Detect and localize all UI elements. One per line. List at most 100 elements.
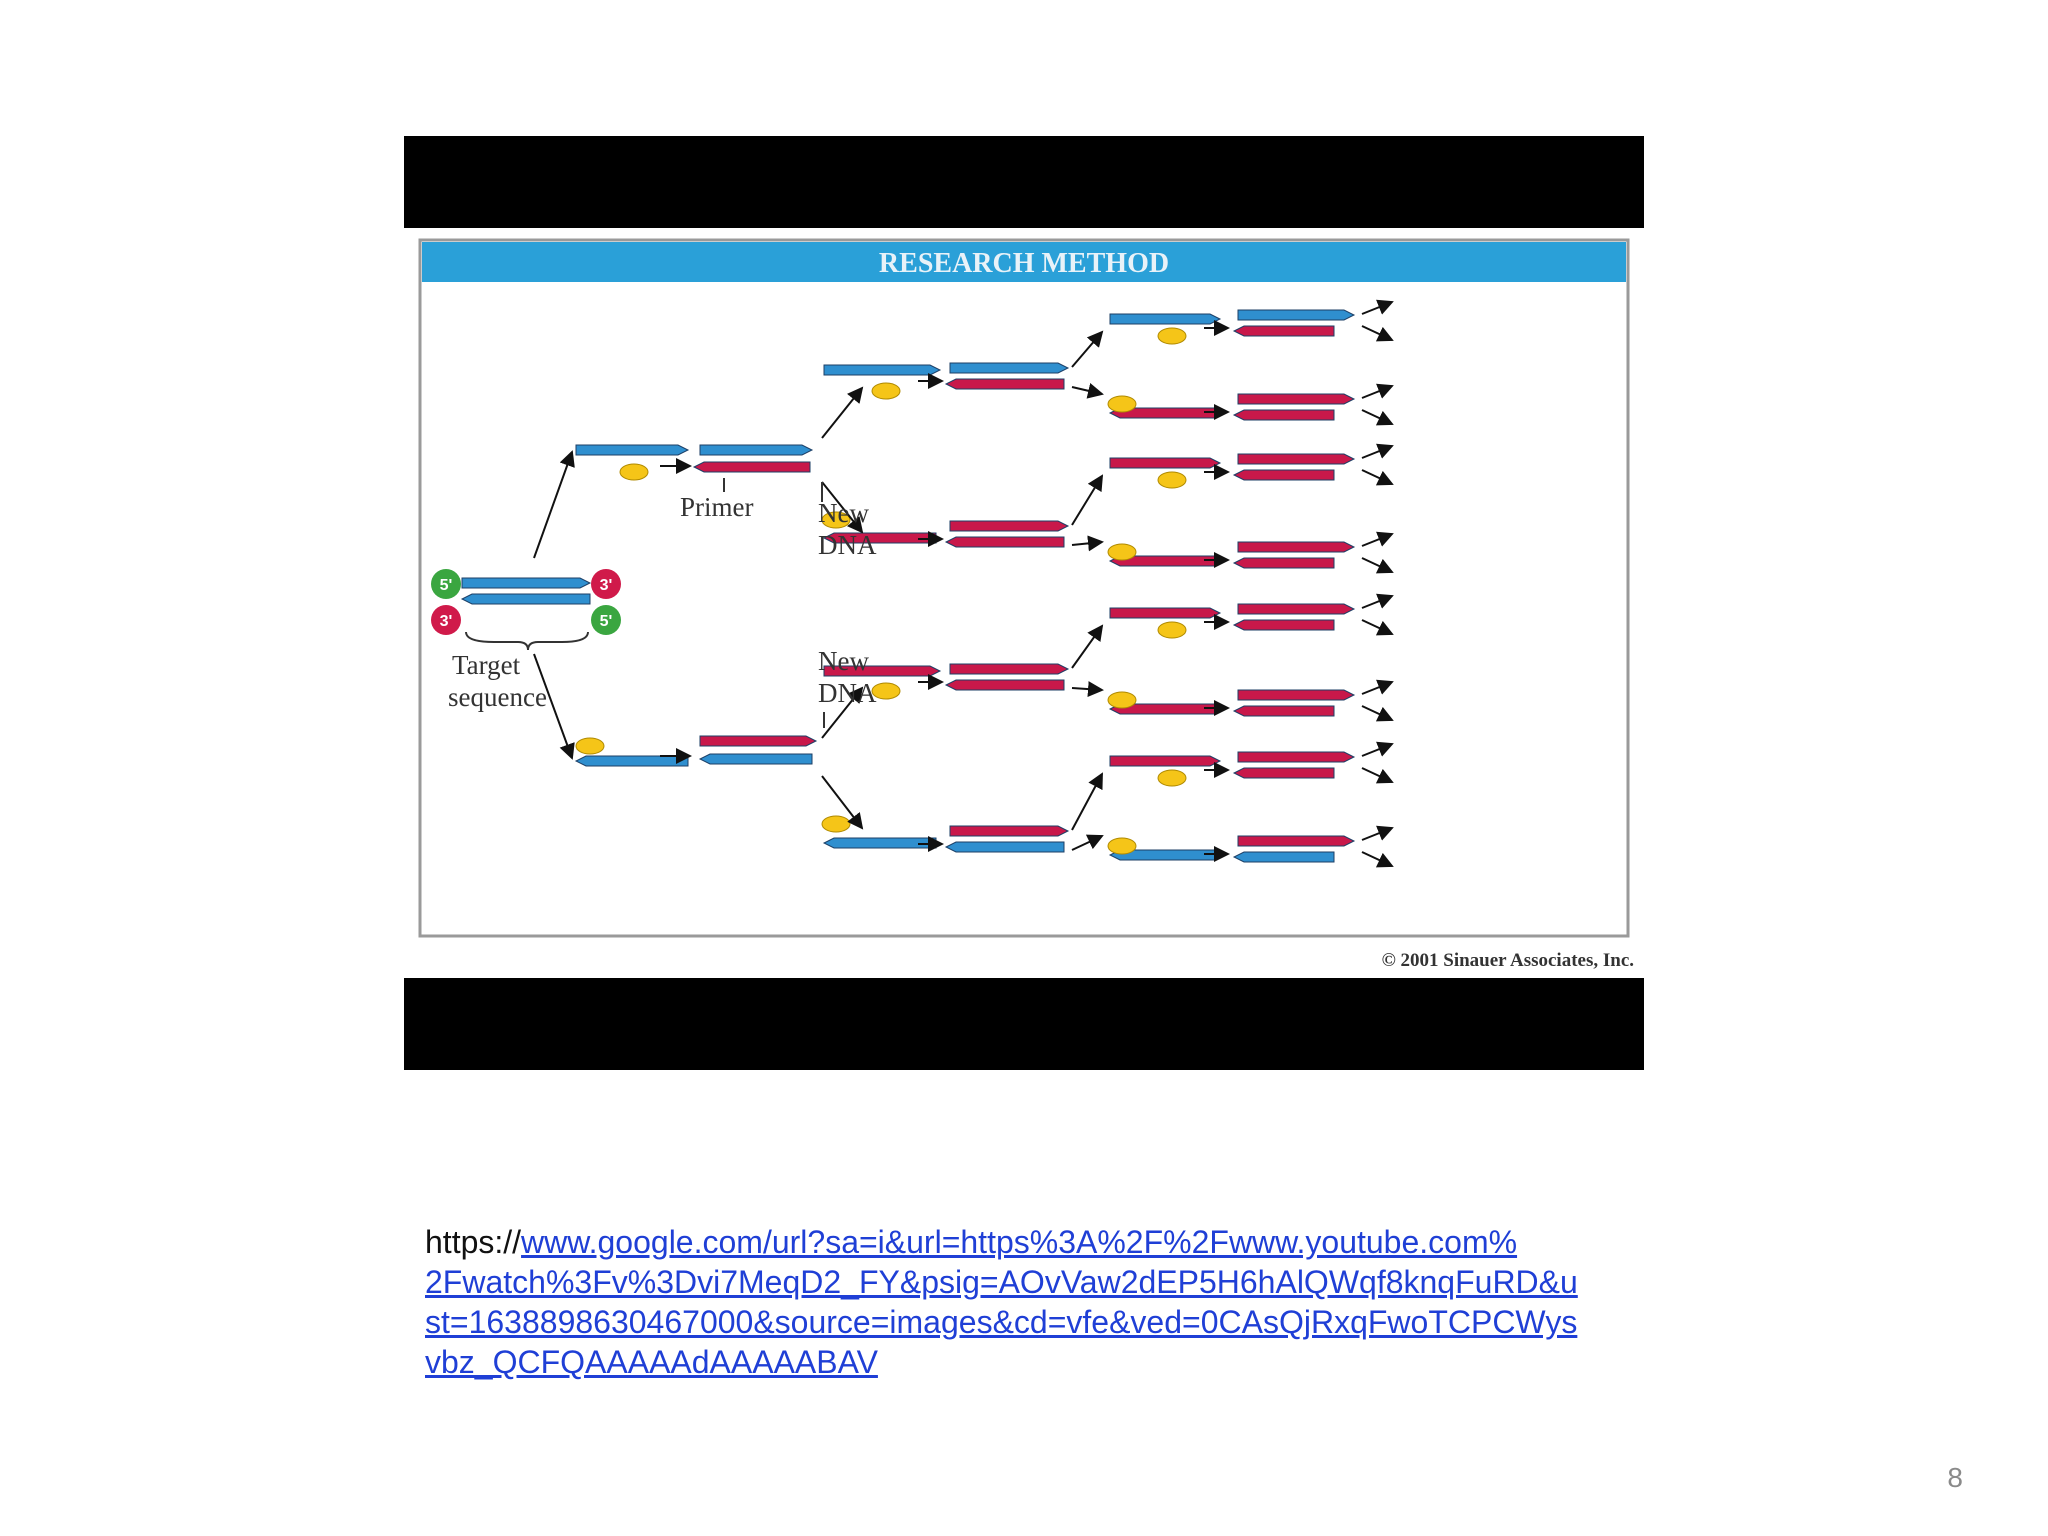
source-line-1: https://www.google.com/url?sa=i&url=http… (425, 1222, 1645, 1262)
flow-arrow (1071, 535, 1104, 552)
figure-border (418, 238, 1630, 938)
flow-arrow (1071, 383, 1104, 399)
dna-strand (1237, 751, 1356, 763)
flow-arrow (1361, 741, 1394, 757)
primer-layer (575, 327, 1187, 855)
flow-arrow (1361, 531, 1394, 547)
flow-arrow (1361, 299, 1394, 315)
dna-strand (1232, 619, 1335, 631)
target-label-line2: sequence (448, 682, 547, 712)
dna-strand (1108, 849, 1217, 861)
dna-strand (1109, 755, 1222, 767)
dna-strand (575, 444, 690, 456)
flow-arrow (1071, 330, 1104, 368)
new-dna-top-label-line1: New (818, 498, 869, 528)
primer-icon (821, 815, 851, 833)
dna-strand (699, 735, 818, 747)
flow-arrow (1361, 469, 1394, 486)
end-label-bottom-right: 5' (591, 605, 621, 635)
end-label-bottom-left: 3' (431, 605, 461, 635)
flow-arrow (1361, 557, 1394, 574)
primer-icon (871, 682, 901, 700)
dna-strand (698, 753, 813, 765)
strand-layer (460, 309, 1356, 863)
flow-arrow (821, 686, 864, 739)
dna-strand (949, 362, 1070, 374)
flow-arrow (1071, 681, 1104, 698)
primer-icon (1157, 471, 1187, 489)
page-number: 8 (1947, 1462, 1963, 1493)
dna-strand (822, 532, 937, 544)
dna-strand (1237, 541, 1356, 553)
new-dna-bottom-label-line1: New (818, 646, 869, 676)
dna-strand (1108, 703, 1217, 715)
svg-text:3': 3' (440, 613, 453, 630)
dna-strand (822, 837, 937, 849)
flow-arrow (1361, 705, 1394, 722)
svg-text:5': 5' (600, 613, 613, 630)
primer-icon (1107, 837, 1137, 855)
dna-strand (949, 825, 1070, 837)
flow-arrow (1361, 825, 1394, 841)
dna-strand (1232, 469, 1335, 481)
primer-icon (1157, 327, 1187, 345)
new-dna-bottom-label-line2: DNA (818, 678, 877, 708)
dna-strand (574, 755, 689, 767)
dna-strand (944, 378, 1065, 390)
dna-strand (1237, 453, 1356, 465)
flow-arrow (533, 653, 575, 760)
flow-arrow (1071, 474, 1104, 526)
flow-arrow (533, 450, 575, 559)
dna-strand (1237, 603, 1356, 615)
dna-strand (1237, 309, 1356, 321)
dna-strand (823, 665, 942, 677)
dna-strand (1237, 835, 1356, 847)
dna-strand (944, 841, 1065, 853)
flow-arrow (1071, 624, 1104, 669)
source-link-part-2[interactable]: 2Fwatch%3Fv%3Dvi7MeqD2_FY&psig=AOvVaw2dE… (425, 1264, 1578, 1300)
dna-strand (1232, 851, 1335, 863)
flow-arrow (1361, 443, 1394, 459)
dna-strand (1232, 767, 1335, 779)
flow-arrow (821, 775, 864, 830)
primer-icon (619, 463, 649, 481)
primer-icon (1157, 769, 1187, 787)
end-label-top-left: 5' (431, 569, 461, 599)
dna-strand (1232, 705, 1335, 717)
flow-arrow (1361, 619, 1394, 636)
dna-strand (1109, 457, 1222, 469)
svg-text:3': 3' (600, 577, 613, 594)
copyright-notice: © 2001 Sinauer Associates, Inc. (1382, 950, 1634, 971)
source-link-part-1[interactable]: www.google.com/url?sa=i&url=https%3A%2F%… (521, 1224, 1518, 1260)
dna-strand (692, 461, 811, 473)
dna-strand (461, 577, 592, 589)
source-link-part-4[interactable]: vbz_QCFQAAAAAdAAAAABAV (425, 1344, 878, 1380)
dna-strand (944, 536, 1065, 548)
flow-arrow (1361, 593, 1394, 609)
dna-strand (1108, 407, 1217, 419)
dna-strand (1109, 313, 1222, 325)
primer-label: Primer (680, 492, 754, 522)
source-url-prefix: https:// (425, 1224, 522, 1260)
banner (422, 242, 1626, 282)
target-label-line1: Target (452, 650, 521, 680)
primer-icon (1107, 691, 1137, 709)
dna-strand (1108, 555, 1217, 567)
source-link-part-3[interactable]: st=1638898630467000&source=images&cd=vfe… (425, 1304, 1578, 1340)
dna-strand (1232, 409, 1335, 421)
flow-arrow (821, 481, 864, 534)
flow-arrow (1361, 767, 1394, 784)
primer-icon (1107, 395, 1137, 413)
dna-strand (944, 679, 1065, 691)
flow-arrow (1361, 409, 1394, 426)
dna-strand (1232, 325, 1335, 337)
new-dna-top-label-line2: DNA (818, 530, 877, 560)
flow-arrow (1071, 834, 1104, 851)
flow-arrow (1361, 383, 1394, 399)
target-brace (465, 631, 589, 651)
primer-icon (871, 382, 901, 400)
dna-strand (823, 364, 942, 376)
flow-arrow (821, 386, 864, 439)
primer-icon (1107, 543, 1137, 561)
flow-arrow (1361, 325, 1394, 342)
